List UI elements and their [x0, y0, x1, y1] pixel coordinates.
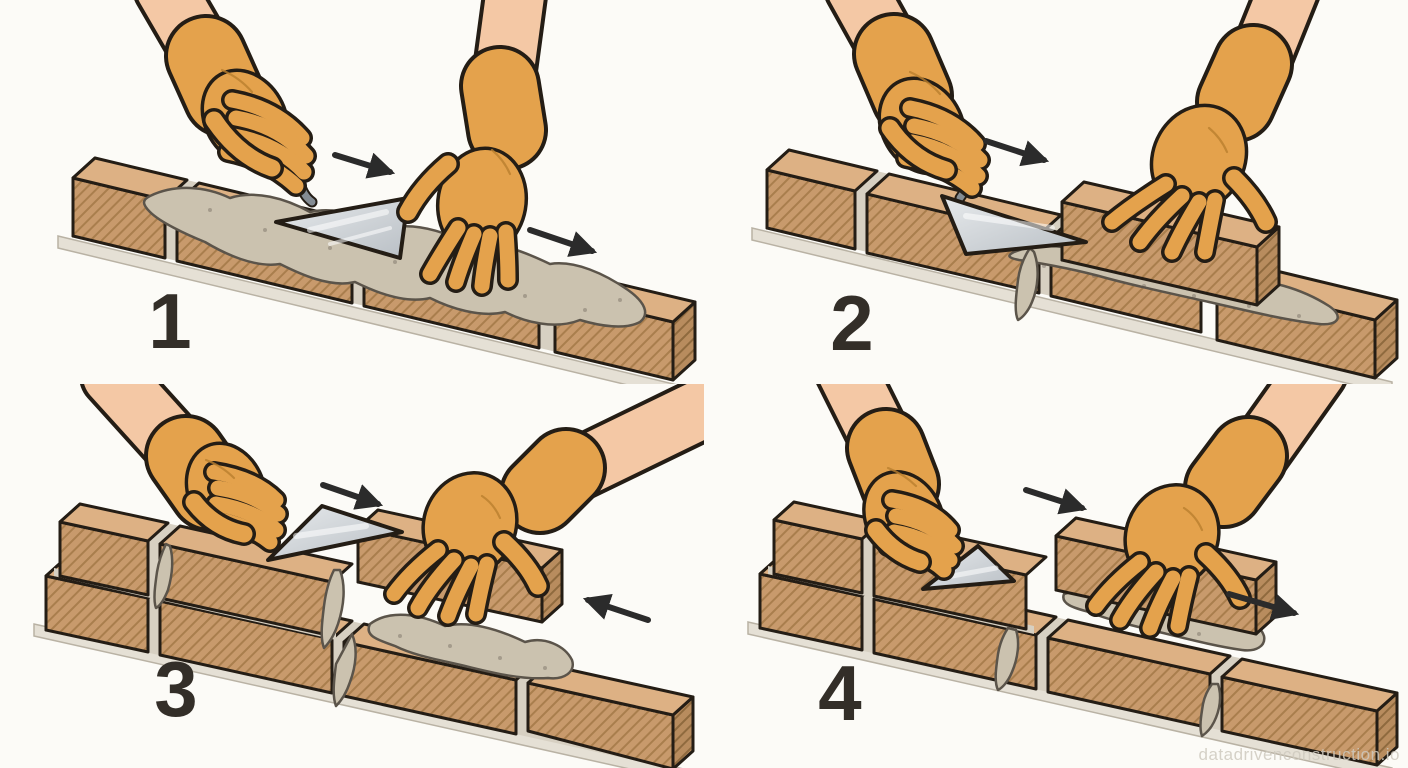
- right-hand-pushing-brick: [383, 384, 704, 627]
- step-2-panel: 2: [751, 0, 1399, 384]
- step-number: 2: [830, 279, 873, 367]
- arrow-right-icon: [320, 482, 384, 510]
- step-3-panel: 3: [33, 384, 704, 768]
- right-hand-tapping-brick: [1085, 384, 1347, 639]
- arrow-right-icon: [983, 138, 1050, 167]
- arrow-right-icon: [527, 227, 598, 257]
- watermark: datadrivenconstruction.io: [1198, 745, 1400, 764]
- arrow-right-icon: [332, 152, 396, 179]
- left-hand-with-trowel: [825, 0, 991, 199]
- step-number: 3: [154, 645, 197, 733]
- left-hand-with-trowel: [134, 0, 317, 197]
- foundation-base: [57, 235, 677, 384]
- step-number: 1: [148, 277, 191, 365]
- right-hand-pressing-mortar: [396, 0, 548, 297]
- arrow-right-icon: [1023, 487, 1088, 515]
- right-hand-placing-brick: [1101, 0, 1320, 263]
- step-1-panel: 1: [57, 0, 697, 384]
- step-4-panel: 4: [747, 384, 1399, 768]
- left-hand-with-trowel: [80, 384, 289, 553]
- left-hand-with-trowel: [816, 384, 965, 581]
- arrow-right-icon: [1226, 591, 1300, 620]
- arrow-left-icon: [582, 594, 651, 623]
- step-number: 4: [818, 649, 861, 737]
